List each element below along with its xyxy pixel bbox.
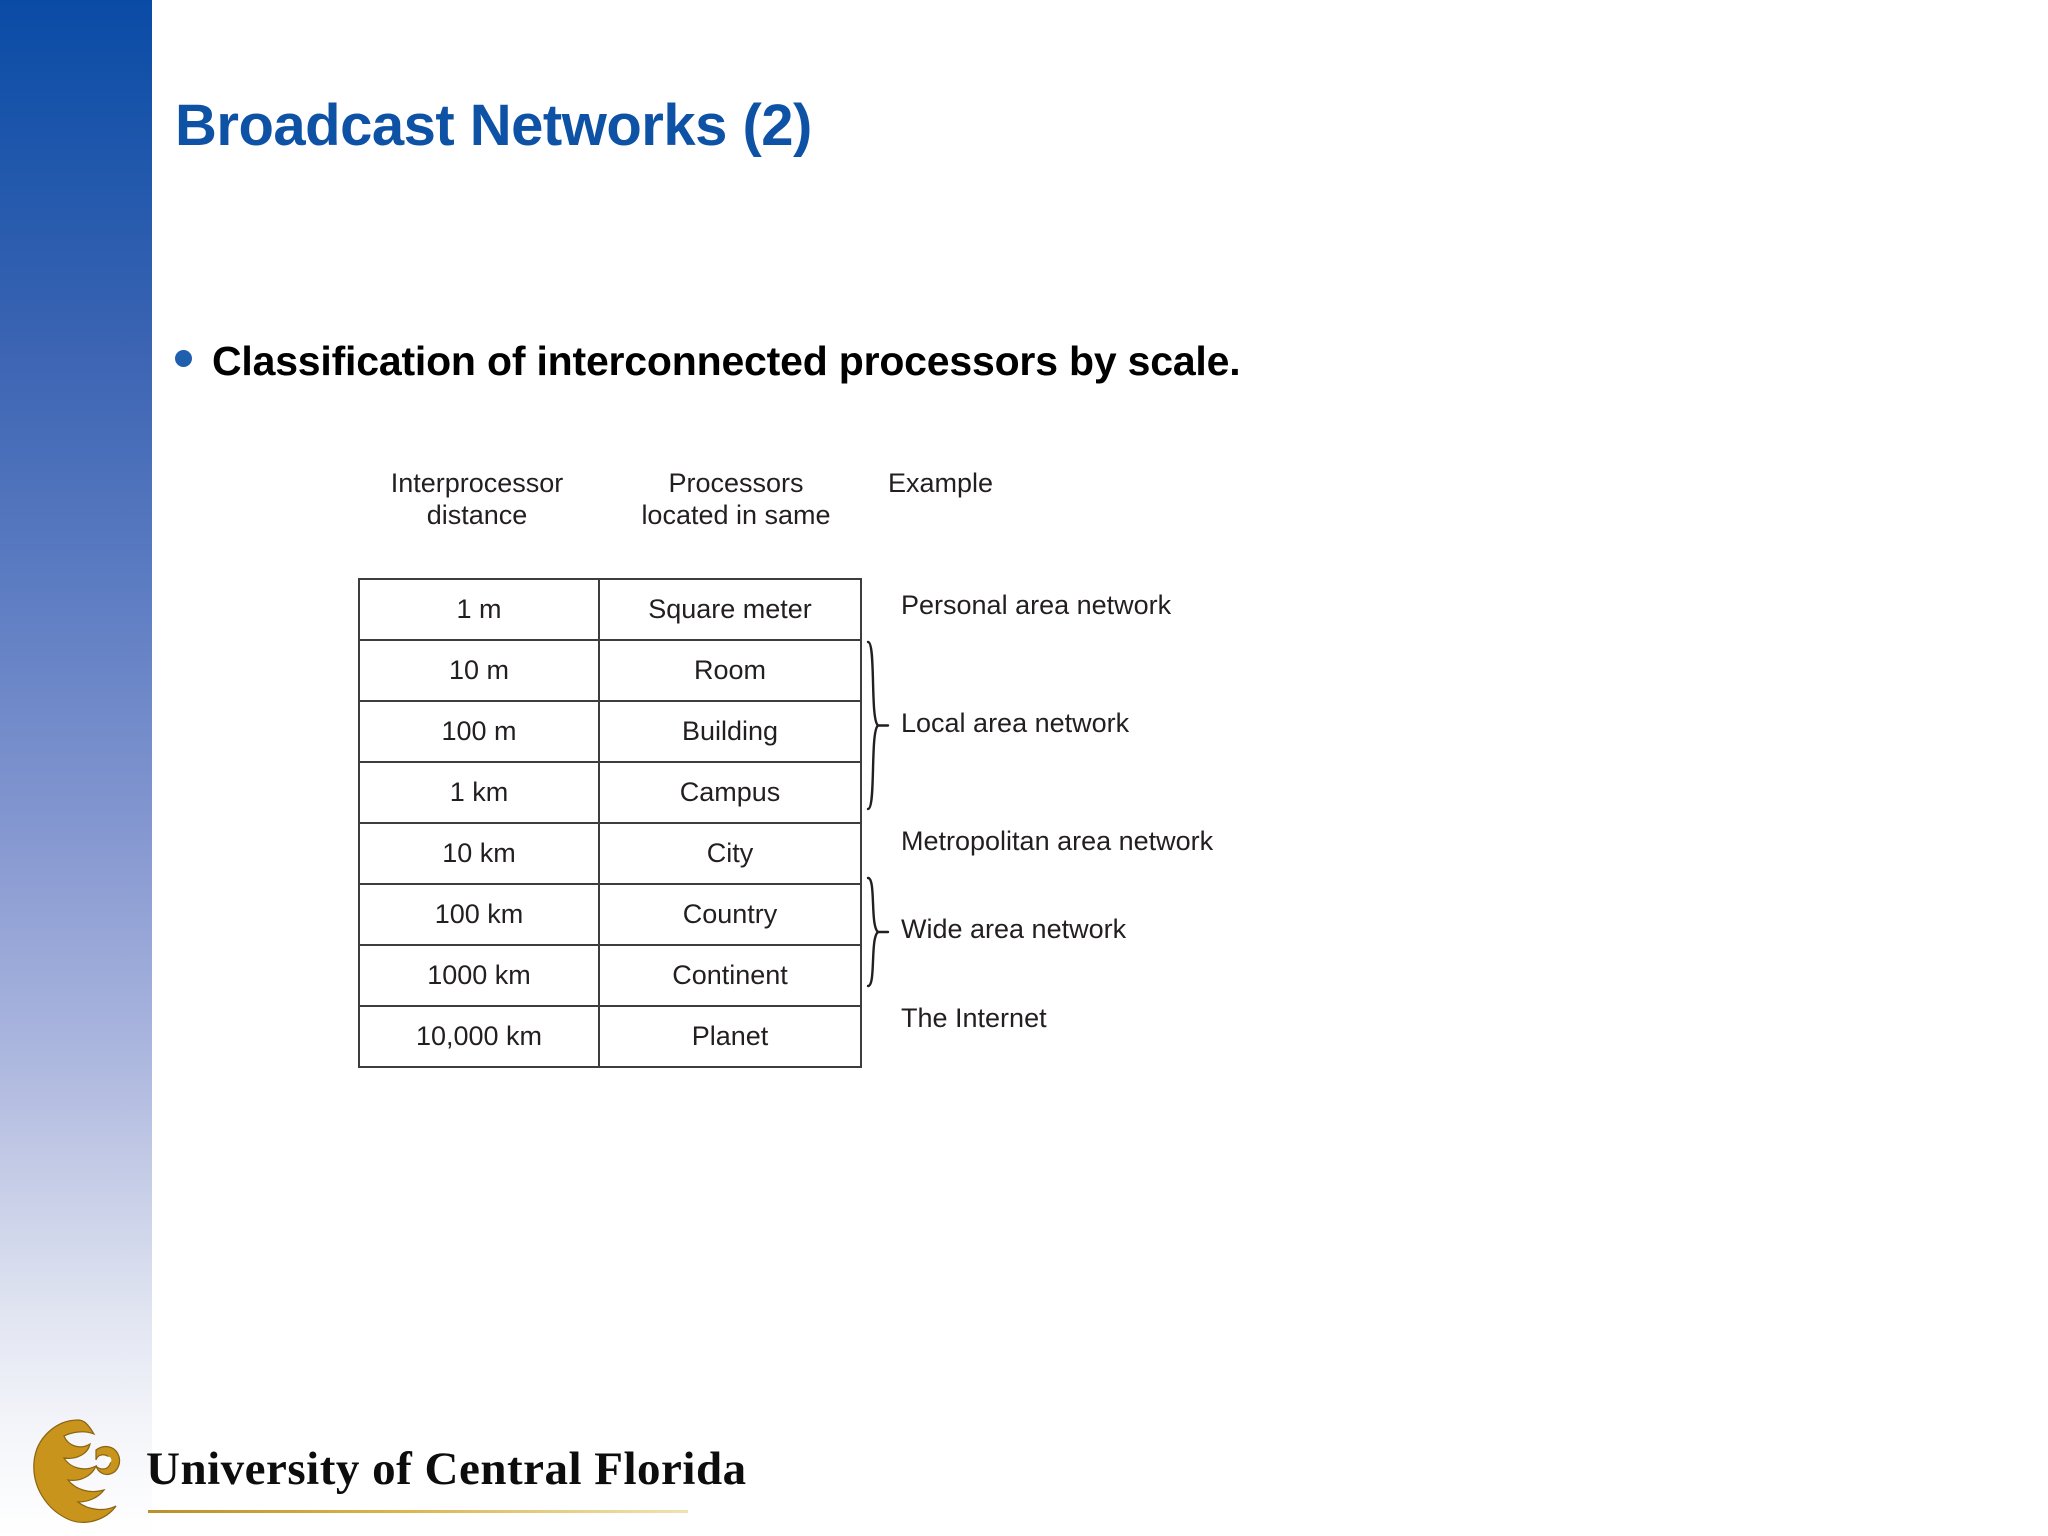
cell-distance: 10,000 km <box>358 1005 600 1068</box>
logo-underline-rule <box>148 1510 688 1513</box>
example-label: The Internet <box>901 1002 1047 1033</box>
cell-distance: 10 km <box>358 822 600 885</box>
cell-distance: 1 m <box>358 578 600 641</box>
cell-located: Continent <box>598 944 862 1007</box>
column-header-distance: Interprocessor distance <box>358 468 596 532</box>
column-header-located-line1: Processors <box>668 468 804 498</box>
cell-distance: 100 m <box>358 700 600 763</box>
classification-figure: Interprocessor distance Processors locat… <box>358 468 1658 1232</box>
cell-located: Room <box>598 639 862 702</box>
example-label: Local area network <box>901 707 1130 738</box>
column-header-example: Example <box>888 468 994 498</box>
cell-located: Country <box>598 883 862 946</box>
column-header-located-line2: located in same <box>641 499 831 530</box>
university-name: University of Central Florida <box>146 1443 747 1495</box>
example-label: Metropolitan area network <box>901 825 1214 856</box>
cell-located: City <box>598 822 862 885</box>
cell-located: Campus <box>598 761 862 824</box>
bullet-item-label: Classification of interconnected process… <box>212 338 1241 384</box>
cell-distance: 1 km <box>358 761 600 824</box>
cell-located: Planet <box>598 1005 862 1068</box>
left-accent-bar <box>0 0 152 1536</box>
group-brace-icon <box>866 876 892 988</box>
column-header-located: Processors located in same <box>596 468 876 532</box>
column-header-distance-line2: distance <box>426 499 528 530</box>
page-title: Broadcast Networks (2) <box>175 93 812 158</box>
cell-distance: 100 km <box>358 883 600 946</box>
cell-located: Building <box>598 700 862 763</box>
cell-distance: 10 m <box>358 639 600 702</box>
bullet-list-item: Classification of interconnected process… <box>175 338 1241 385</box>
example-label: Wide area network <box>901 914 1127 944</box>
bullet-point-icon <box>175 350 192 367</box>
ucf-pegasus-icon <box>33 1419 121 1523</box>
group-brace-icon <box>866 640 892 811</box>
cell-distance: 1000 km <box>358 944 600 1007</box>
left-accent-bar-edge <box>152 0 155 940</box>
footer-logo: University of Central Florida <box>18 1412 918 1532</box>
example-label: Personal area network <box>901 589 1172 620</box>
cell-located: Square meter <box>598 578 862 641</box>
column-header-distance-line1: Interprocessor <box>390 468 564 498</box>
